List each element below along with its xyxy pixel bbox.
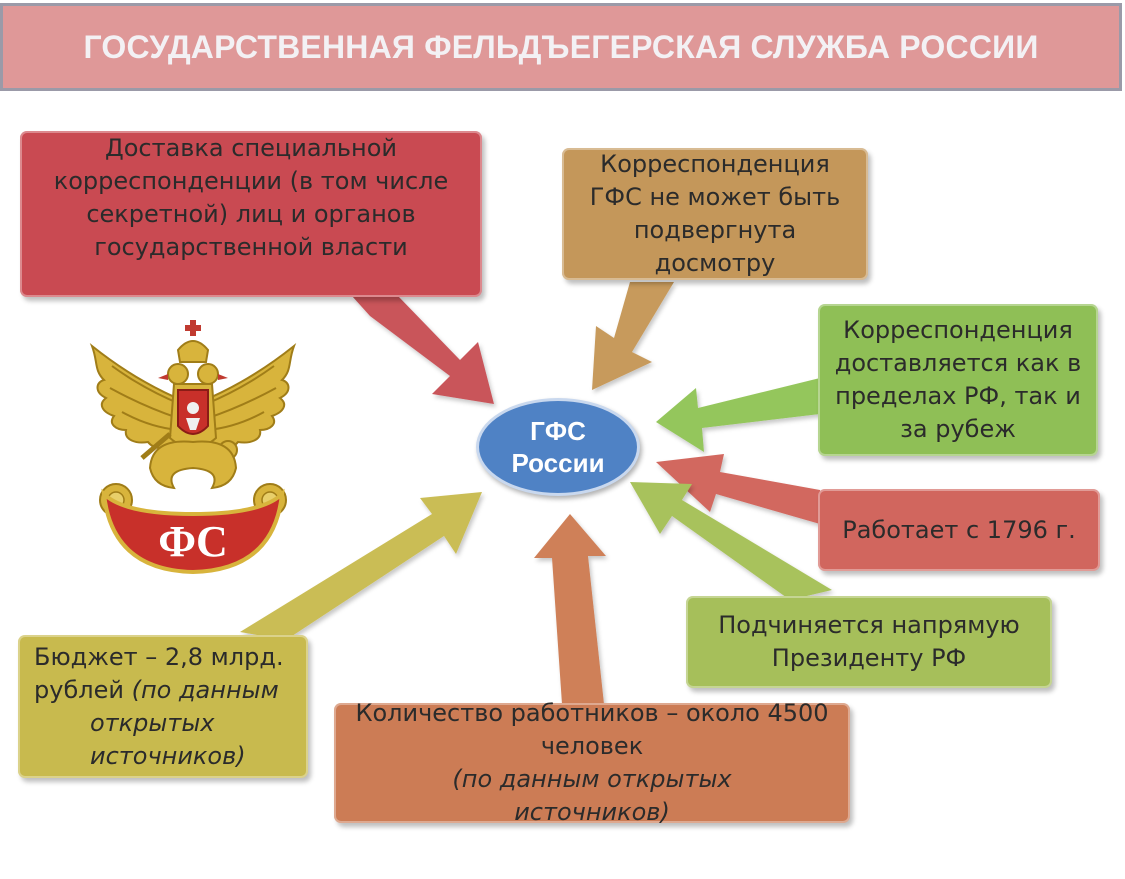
budget-source-start: (по данным <box>131 675 279 704</box>
budget-source-3: источников) <box>90 741 246 770</box>
arrow-from-delivery <box>352 296 494 404</box>
center-line-1: ГФС <box>530 416 586 446</box>
abroad-line-1: Корреспонденция <box>843 316 1073 344</box>
workers-source-2: источников) <box>514 798 670 826</box>
page-title: ГОСУДАРСТВЕННАЯ ФЕЛЬДЪЕГЕРСКАЯ СЛУЖБА РО… <box>83 28 1039 65</box>
center-gfs-russia: ГФС России <box>476 398 640 496</box>
president-line-2: Президенту РФ <box>771 644 967 672</box>
abroad-line-3: пределах РФ, так и <box>835 382 1081 410</box>
workers-line-1: Количество работников – около 4500 <box>355 699 829 727</box>
budget-line-2: рублей (по данным <box>34 674 279 707</box>
delivery-line-3: секретной) лиц и органов <box>86 200 416 228</box>
inspection-line-4: досмотру <box>654 249 776 277</box>
emblem-text: ФС <box>158 517 228 566</box>
arrow-from-president <box>630 482 832 600</box>
delivery-line-2: корреспонденции (в том числе <box>53 167 449 195</box>
president-line-1: Подчиняется напрямую <box>718 611 1020 639</box>
workers-box: Количество работников – около 4500 челов… <box>334 699 850 826</box>
inspection-box: Корреспонденция ГФС не может быть подвер… <box>562 148 868 280</box>
center-line-2: России <box>511 448 605 478</box>
budget-box: Бюджет – 2,8 млрд. рублей (по данным отк… <box>18 635 308 778</box>
delivery-line-4: государственной власти <box>94 233 408 261</box>
double-headed-eagle-emblem-icon: ФС <box>89 320 297 575</box>
workers-italic-line-2: источников) <box>514 796 670 829</box>
abroad-box: Корреспонденция доставляется как в преде… <box>818 304 1098 456</box>
abroad-line-4: за рубеж <box>900 415 1016 443</box>
arrow-from-inspection <box>592 282 674 390</box>
arrow-from-abroad <box>656 378 820 452</box>
inspection-line-1: Корреспонденция <box>600 150 830 178</box>
abroad-line-2: доставляется как в <box>834 349 1082 377</box>
workers-italic-line-1: (по данным открытых <box>452 763 731 796</box>
arrow-from-workers <box>534 514 606 704</box>
workers-line-2: человек <box>540 732 644 760</box>
inspection-line-2: ГФС не может быть <box>589 183 841 211</box>
title-banner: ГОСУДАРСТВЕННАЯ ФЕЛЬДЪЕГЕРСКАЯ СЛУЖБА РО… <box>0 3 1122 91</box>
arrow-from-1796 <box>656 454 820 524</box>
president-box: Подчиняется напрямую Президенту РФ <box>686 596 1052 688</box>
budget-line-1: Бюджет – 2,8 млрд. <box>34 642 284 671</box>
budget-rubles: рублей <box>34 675 132 704</box>
since-1796-box: Работает с 1796 г. <box>818 489 1100 571</box>
budget-line-3: открытых <box>34 707 214 740</box>
budget-source-2: открытых <box>90 708 215 737</box>
inspection-line-3: подвергнута <box>633 216 797 244</box>
budget-line-4: источников) <box>34 740 246 773</box>
workers-source-1: (по данным открытых <box>452 765 732 793</box>
delivery-box: Доставка специальной корреспонденции (в … <box>20 131 482 297</box>
since-text: Работает с 1796 г. <box>842 515 1076 544</box>
delivery-line-1: Доставка специальной <box>104 134 398 162</box>
arrow-from-budget <box>240 492 482 640</box>
